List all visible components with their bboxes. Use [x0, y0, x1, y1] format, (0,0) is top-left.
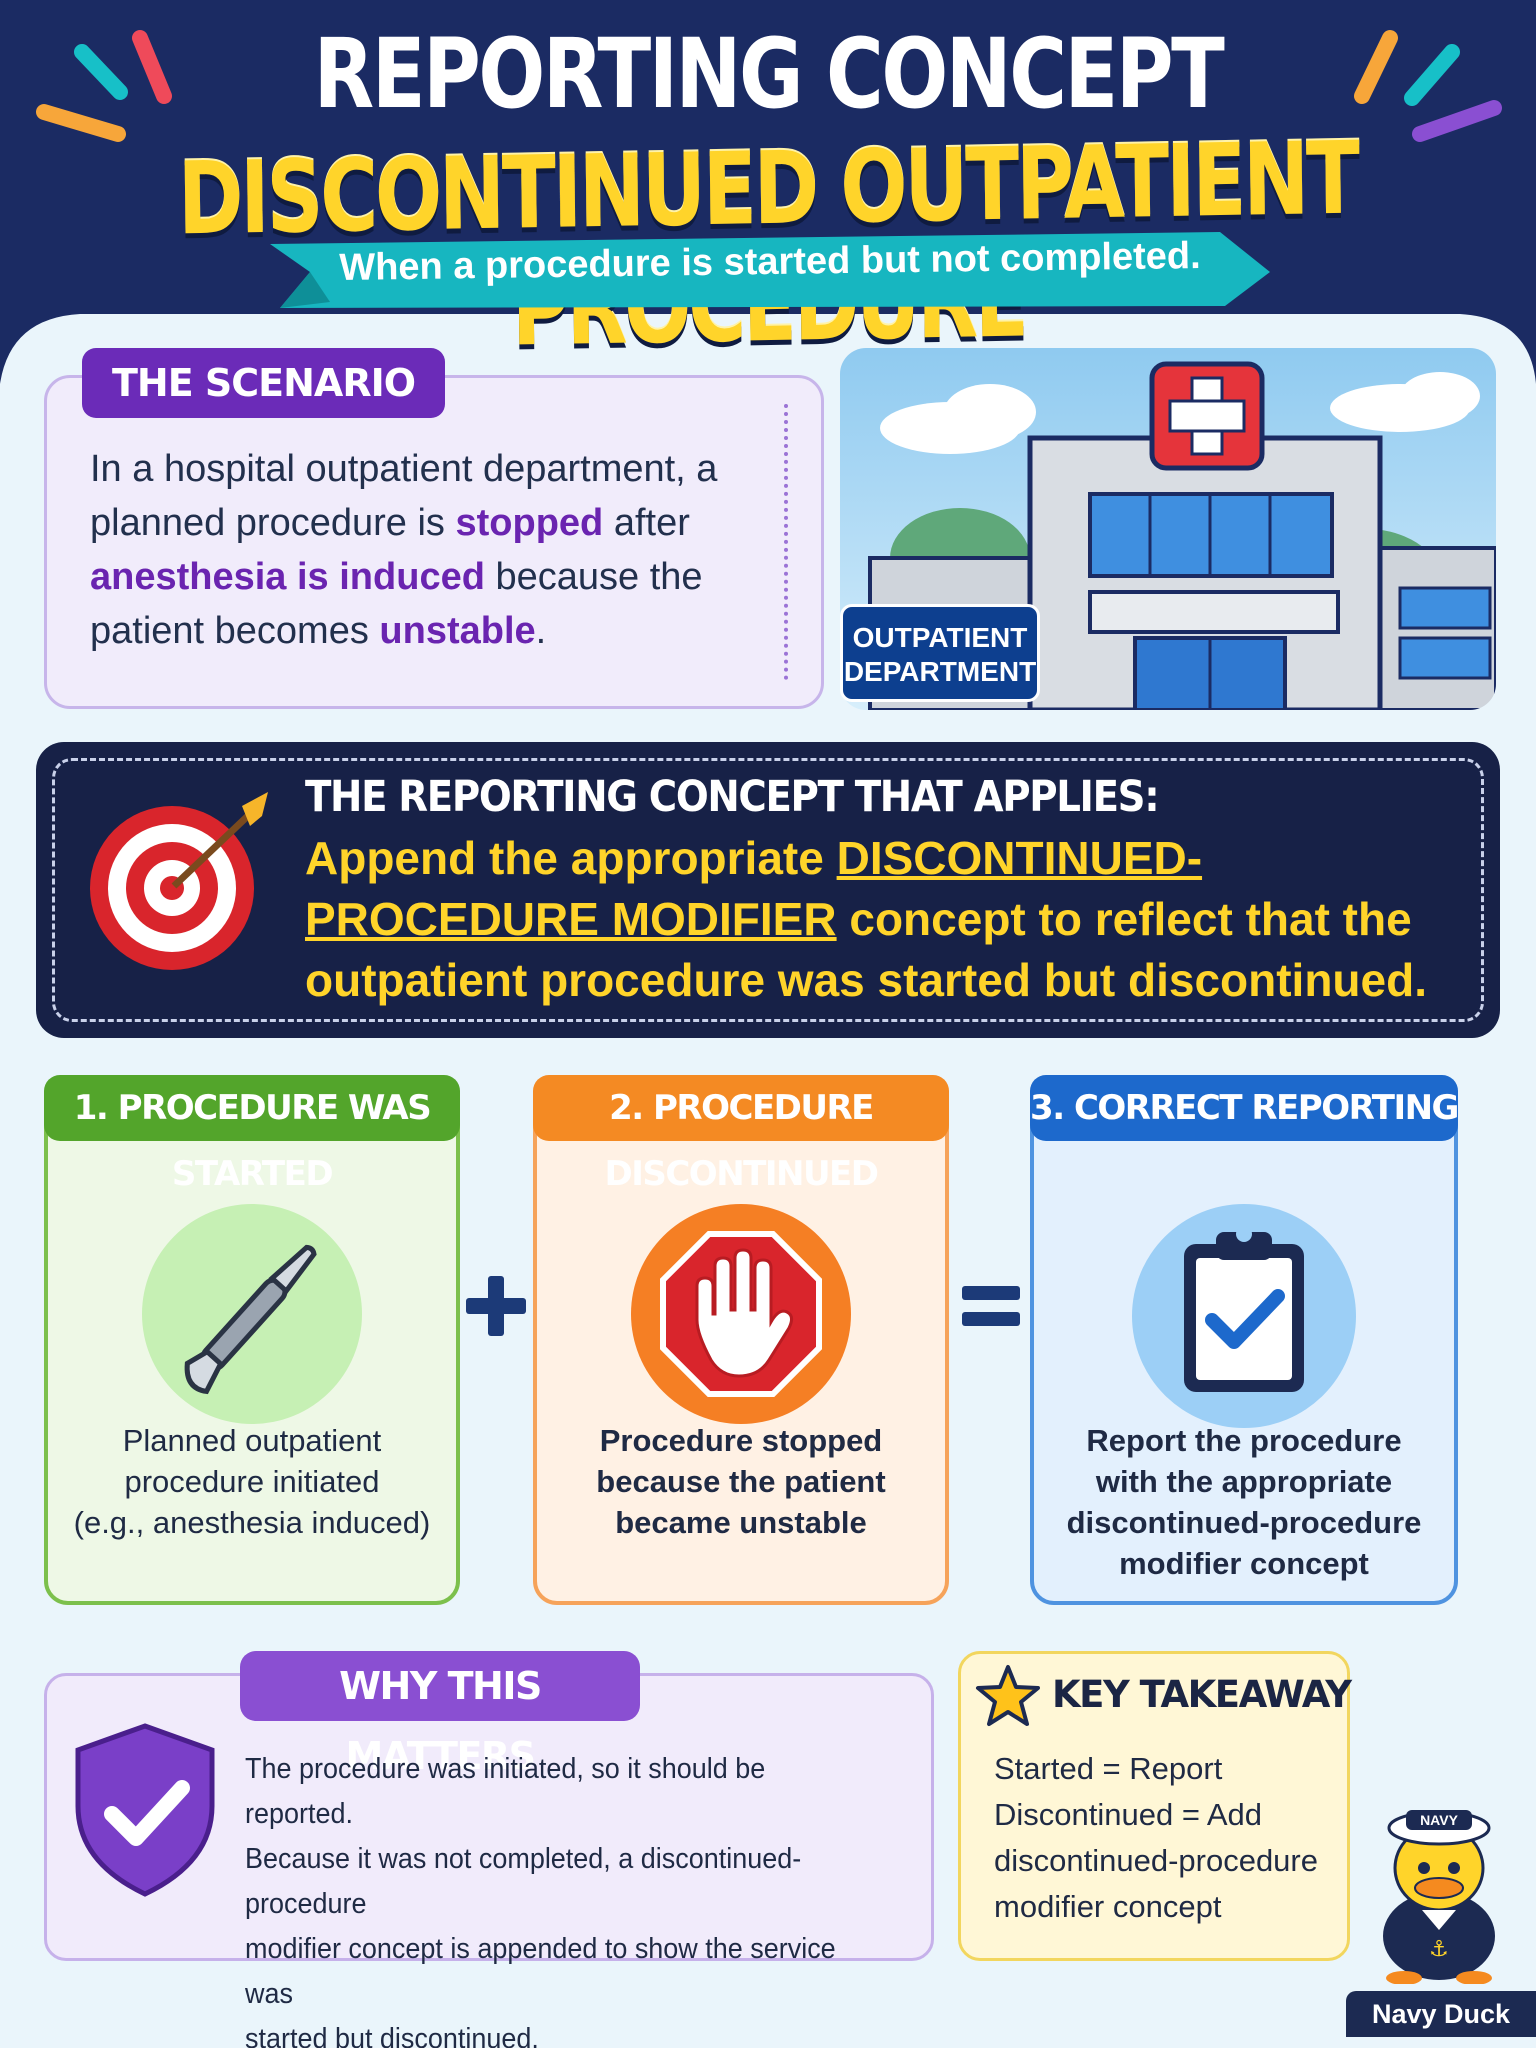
step-desc-reporting: Report the procedure with the appropriat… — [1036, 1420, 1452, 1584]
scenario-text: In a hospital outpatient department, a p… — [90, 442, 780, 658]
step-desc-discontinued: Procedure stopped because the patient be… — [539, 1420, 943, 1543]
takeaway-line-1: Started = Report — [994, 1751, 1223, 1786]
step-desc-discontinued-3: became unstable — [615, 1505, 867, 1540]
department-label: OUTPATIENT DEPARTMENT — [840, 604, 1040, 702]
concept-body-2: concept to reflect that the outpatient p… — [305, 893, 1427, 1006]
step-desc-started: Planned outpatient procedure initiated (… — [50, 1420, 454, 1543]
scenario-text-2: after — [603, 502, 690, 544]
why-line-1: The procedure was initiated, so it shoul… — [245, 1753, 766, 1830]
takeaway-line-2: Discontinued = Add — [994, 1797, 1262, 1832]
scenario-text-4: . — [535, 610, 547, 652]
step-desc-reporting-4: modifier concept — [1119, 1546, 1369, 1581]
hospital-building-icon — [840, 348, 1496, 710]
why-line-4: started but discontinued. — [245, 2023, 539, 2048]
step-desc-started-2: procedure initiated — [124, 1464, 380, 1499]
step-desc-discontinued-2: because the patient — [596, 1464, 886, 1499]
scenario-highlight-unstable: unstable — [379, 610, 536, 652]
navy-duck-mascot-icon: NAVY ⚓ — [1383, 1810, 1495, 1984]
stop-hand-icon-circle — [631, 1204, 851, 1424]
shield-check-icon — [75, 1723, 215, 1897]
why-text: The procedure was initiated, so it shoul… — [245, 1747, 877, 2048]
step-tag-discontinued: 2. PROCEDURE DISCONTINUED — [533, 1075, 949, 1194]
concept-modifier-term: DISCONTINUED-PROCEDURE MODIFIER — [305, 832, 1203, 945]
takeaway-line-4: modifier concept — [994, 1889, 1222, 1924]
subtitle-ribbon — [270, 232, 1270, 308]
scalpel-icon-circle — [142, 1204, 362, 1424]
concept-panel — [36, 742, 1500, 1038]
why-line-2: Because it was not completed, a disconti… — [245, 1843, 802, 1920]
step-tag-started: 1. PROCEDURE WAS STARTED — [44, 1075, 460, 1194]
step-desc-reporting-2: with the appropriate — [1095, 1464, 1393, 1499]
step-desc-discontinued-1: Procedure stopped — [599, 1423, 883, 1458]
clipboard-check-icon-circle — [1132, 1204, 1356, 1428]
scenario-divider — [784, 404, 788, 680]
scenario-highlight-stopped: stopped — [455, 502, 604, 544]
step-desc-reporting-1: Report the procedure — [1086, 1423, 1402, 1458]
equals-icon — [962, 1286, 1020, 1326]
scenario-text-3: because the patient becomes — [90, 556, 703, 652]
clipboard-check-icon — [1184, 1226, 1304, 1392]
scenario-highlight-anesthesia: anesthesia is induced — [90, 556, 485, 598]
step-tag-reporting: 3. CORRECT REPORTING — [1030, 1075, 1459, 1141]
concept-body: Append the appropriate DISCONTINUED-PROC… — [305, 828, 1475, 1011]
department-label-line-2: DEPARTMENT — [843, 656, 1037, 687]
mascot-label: Navy Duck — [1346, 1991, 1536, 2037]
concept-body-1: Append the appropriate — [305, 832, 837, 884]
scalpel-icon — [184, 1244, 317, 1395]
target-icon — [90, 792, 268, 970]
svg-text:⚓: ⚓ — [1429, 1937, 1449, 1962]
plus-icon — [466, 1276, 526, 1336]
step-desc-started-1: Planned outpatient — [122, 1423, 382, 1458]
takeaway-lines: Started = Report Discontinued = Add disc… — [994, 1746, 1344, 1930]
step-desc-reporting-3: discontinued-procedure — [1066, 1505, 1422, 1540]
department-label-line-1: OUTPATIENT — [852, 622, 1028, 653]
why-tag: WHY THIS MATTERS — [240, 1651, 640, 1778]
title-line-1: REPORTING CONCEPT — [313, 18, 1225, 130]
why-line-3: modifier concept is appended to show the… — [245, 1933, 836, 2010]
takeaway-heading: KEY TAKEAWAY — [1052, 1673, 1352, 1716]
duck-hat-text: NAVY — [1420, 1812, 1459, 1828]
scenario-text-1: In a hospital outpatient department, a p… — [90, 448, 718, 544]
step-desc-started-3: (e.g., anesthesia induced) — [73, 1505, 431, 1540]
header-banner: REPORTING CONCEPT DISCONTINUED OUTPATIEN… — [0, 0, 1536, 390]
stop-hand-icon — [660, 1231, 822, 1397]
concept-dashed-border — [52, 758, 1484, 1022]
scenario-tag: THE SCENARIO — [82, 348, 446, 418]
star-icon — [976, 1665, 1040, 1726]
concept-heading: THE REPORTING CONCEPT THAT APPLIES: — [305, 772, 1160, 822]
takeaway-line-3: discontinued-procedure — [994, 1843, 1318, 1878]
